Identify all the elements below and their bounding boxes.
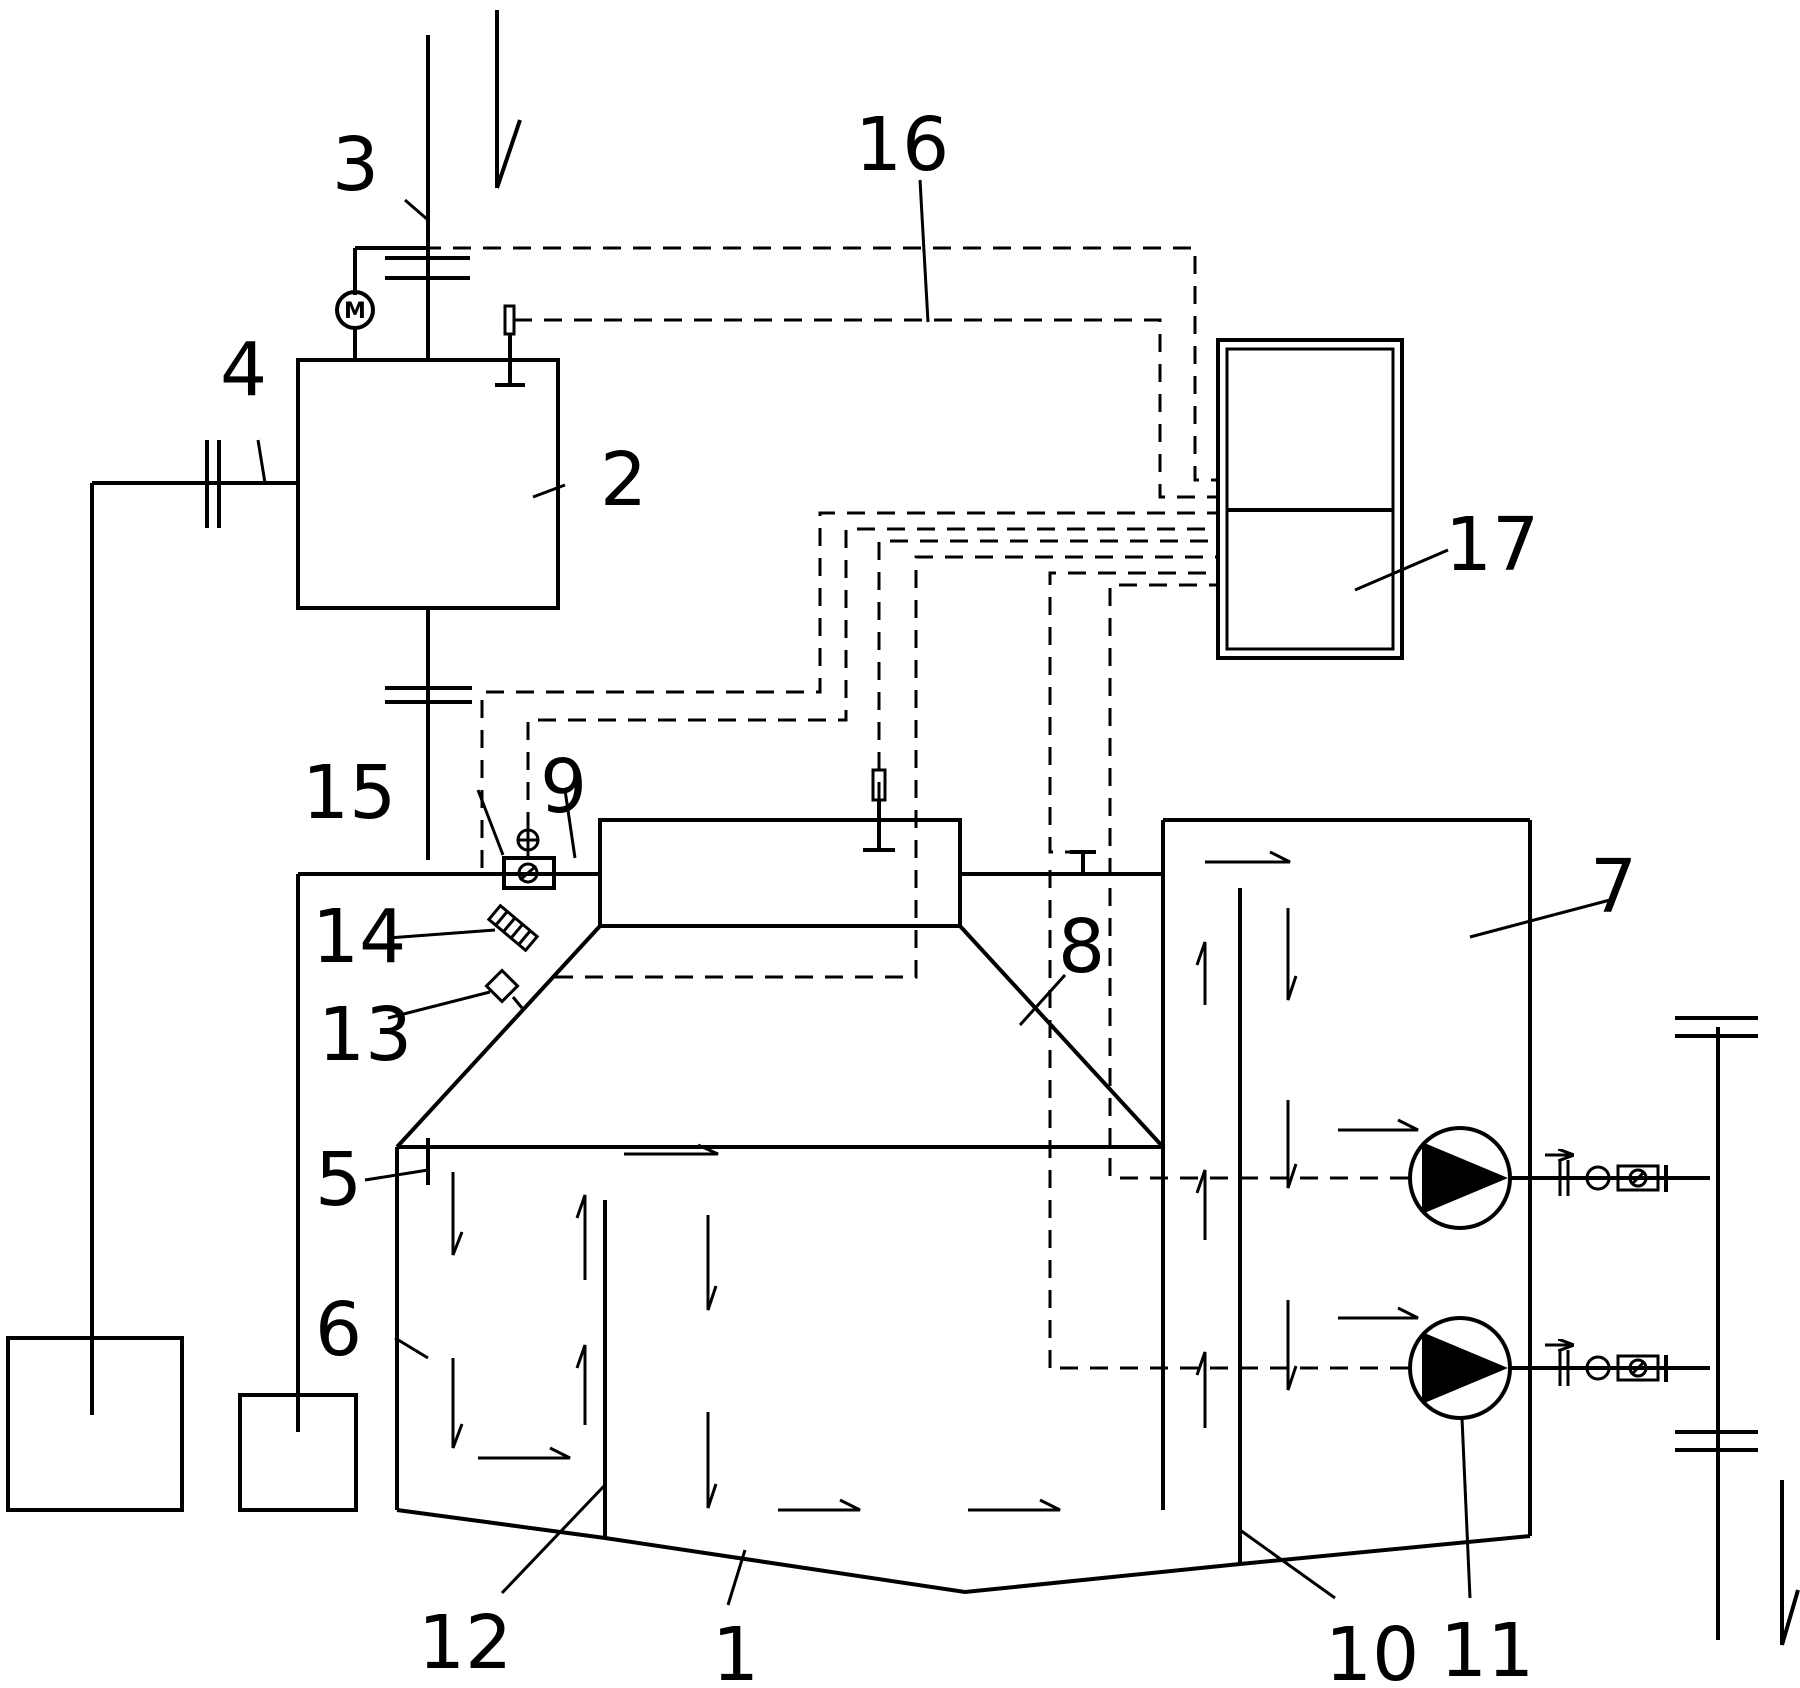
motor-label: M bbox=[344, 299, 366, 324]
pump-upper bbox=[1408, 1126, 1710, 1230]
label-4: 4 bbox=[220, 327, 267, 413]
label-1: 1 bbox=[712, 1612, 759, 1688]
sensor-14-icon bbox=[486, 903, 540, 953]
settling-hood bbox=[395, 818, 1165, 1149]
label-17: 17 bbox=[1445, 502, 1539, 588]
level-sensor-icon bbox=[495, 304, 525, 387]
label-3: 3 bbox=[332, 122, 379, 208]
label-9: 9 bbox=[540, 744, 587, 830]
controller-cabinet bbox=[1216, 338, 1404, 660]
pump-lower bbox=[1408, 1316, 1710, 1420]
dosing-tank bbox=[296, 358, 560, 610]
label-2: 2 bbox=[600, 437, 647, 523]
part-labels: 1 2 3 4 5 6 7 8 9 10 11 12 13 14 15 16 1… bbox=[220, 102, 1637, 1688]
flow-arrows bbox=[451, 850, 1419, 1512]
discharge-pipe bbox=[1675, 1016, 1800, 1646]
label-11: 11 bbox=[1440, 1608, 1534, 1688]
inlet-flow-arrow bbox=[495, 10, 522, 189]
label-13: 13 bbox=[318, 992, 412, 1078]
motor-icon: M bbox=[335, 246, 428, 360]
inlet-pipe bbox=[385, 35, 470, 360]
label-6: 6 bbox=[315, 1287, 362, 1373]
sensor-13-icon bbox=[484, 968, 524, 1009]
leader-lines bbox=[364, 179, 1611, 1606]
label-14: 14 bbox=[312, 894, 406, 980]
label-7: 7 bbox=[1590, 844, 1637, 930]
storage-tank-left bbox=[6, 1336, 184, 1512]
label-5: 5 bbox=[315, 1137, 362, 1223]
label-12: 12 bbox=[418, 1600, 512, 1686]
label-15: 15 bbox=[302, 750, 396, 836]
control-lines bbox=[353, 246, 1408, 1370]
main-tank bbox=[298, 818, 1532, 1595]
sensor-15-icon bbox=[502, 828, 556, 890]
label-10: 10 bbox=[1325, 1612, 1419, 1688]
label-8: 8 bbox=[1058, 904, 1105, 990]
label-16: 16 bbox=[855, 102, 949, 188]
top-sensor-icon bbox=[1070, 850, 1096, 874]
side-pipe bbox=[90, 439, 298, 1415]
